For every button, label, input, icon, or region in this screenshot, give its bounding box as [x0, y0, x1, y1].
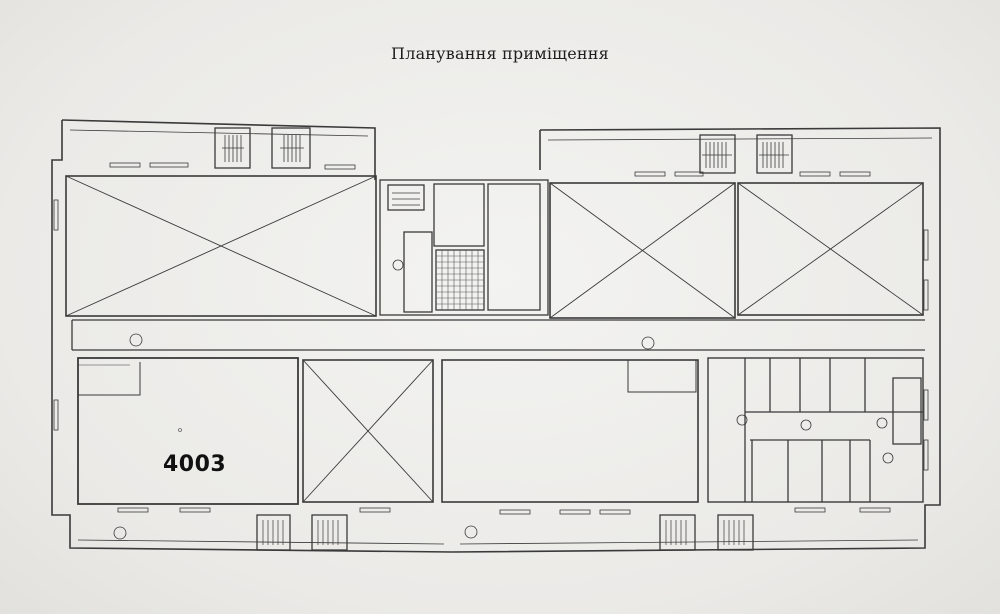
- room-cluster-bottom-right: [707, 357, 924, 503]
- room-number-label: 4003: [163, 452, 227, 477]
- corridor: [71, 319, 925, 351]
- room-4003: [77, 357, 299, 505]
- outer-walls: [51, 119, 941, 553]
- page-title: Планування приміщення: [391, 44, 609, 63]
- room-bottom-right-large: [441, 359, 699, 503]
- central-service-block: [379, 179, 549, 316]
- room-top-left-hall: [65, 175, 377, 317]
- room-bottom-middle-hall: [302, 359, 434, 503]
- room-top-right-hall-b: [737, 182, 924, 316]
- stairwells-bottom: [113, 514, 754, 551]
- room-top-right-hall-a: [549, 182, 736, 319]
- stairwells-top: [214, 127, 793, 174]
- window-marks: [53, 162, 929, 515]
